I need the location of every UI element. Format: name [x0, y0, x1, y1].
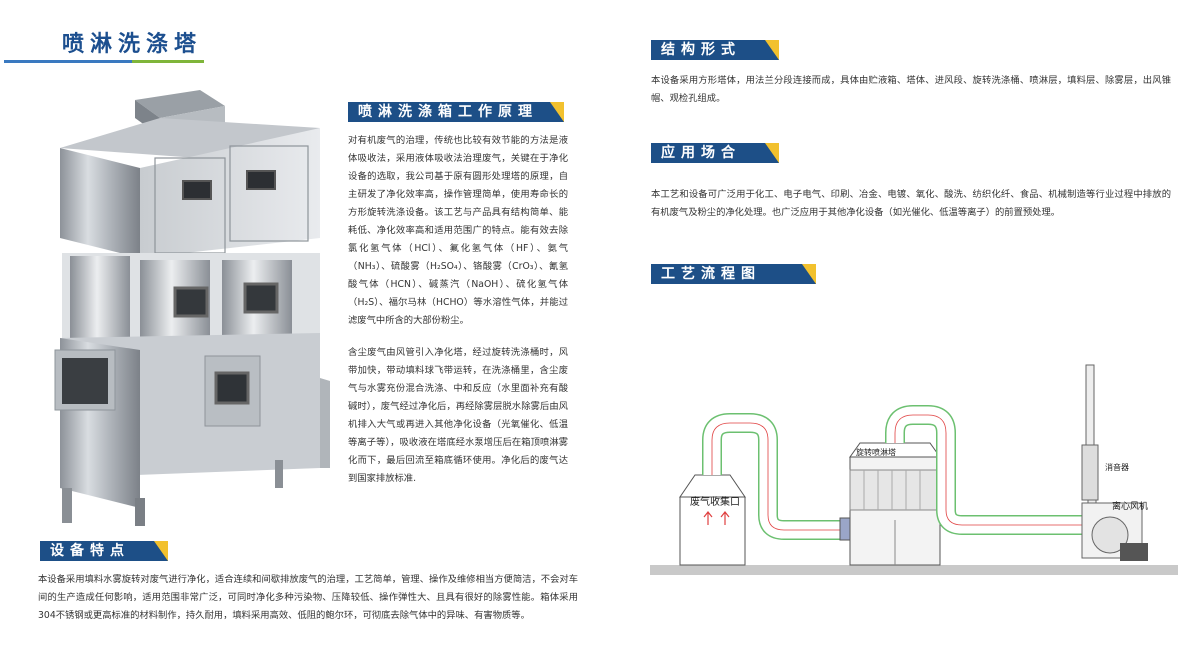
heading-accent-triangle [154, 541, 168, 561]
structure-heading: 结构形式 [661, 42, 741, 58]
page-title: 喷淋洗涤塔 [62, 32, 203, 57]
application-heading: 应用场合 [661, 145, 741, 161]
duct-2 [885, 405, 1090, 535]
collector-label: 废气收集口 [690, 495, 740, 508]
scrubber-machine-image [54, 90, 330, 526]
application-text: 本工艺和设备可广泛用于化工、电子电气、印刷、冶金、电镀、氧化、酸洗、纺织化纤、食… [651, 189, 1171, 218]
chimney-silencer: 消音器 [1081, 364, 1129, 521]
features-text: 本设备采用填料水雾旋转对废气进行净化，适合连续和间歇排放废气的治理，工艺简单，管… [38, 574, 578, 621]
tower-label: 旋转喷淋塔 [856, 447, 896, 457]
features-heading-box: 设备特点 [40, 541, 168, 561]
process-heading-box: 工艺流程图 [651, 264, 816, 284]
process-heading: 工艺流程图 [661, 266, 761, 282]
centrifugal-fan: 离心风机 [1081, 500, 1148, 561]
duct-1 [702, 413, 850, 540]
principle-heading-box: 喷淋洗涤箱工作原理 [348, 102, 564, 122]
heading-accent-triangle [802, 264, 816, 284]
ground-line [650, 565, 1178, 575]
heading-accent-triangle [550, 102, 564, 122]
principle-paragraph-2: 含尘废气由风管引入净化塔，经过旋转洗涤桶时，风带加快，带动填料球飞带运转，在洗涤… [348, 347, 568, 484]
silencer-label: 消音器 [1105, 462, 1129, 472]
fan-label: 离心风机 [1112, 500, 1148, 512]
heading-accent-triangle [765, 40, 779, 60]
heading-accent-triangle [765, 143, 779, 163]
structure-heading-box: 结构形式 [651, 40, 779, 60]
application-heading-box: 应用场合 [651, 143, 779, 163]
collector-unit: 废气收集口 [679, 474, 746, 566]
features-heading: 设备特点 [50, 543, 130, 559]
structure-text: 本设备采用方形塔体，用法兰分段连接而成，具体由贮液箱、塔体、进风段、旋转洗涤桶、… [651, 75, 1171, 104]
process-flow-diagram: 废气收集口 旋转喷淋塔 消音器 离心风机 [650, 364, 1178, 575]
spray-tower: 旋转喷淋塔 [839, 442, 941, 566]
principle-heading: 喷淋洗涤箱工作原理 [358, 104, 538, 120]
principle-paragraph-1: 对有机废气的治理，传统也比较有效节能的方法是液体吸收法，采用液体吸收法治理废气，… [348, 135, 568, 326]
title-underline-green [132, 60, 204, 63]
title-underline-blue [4, 60, 132, 63]
